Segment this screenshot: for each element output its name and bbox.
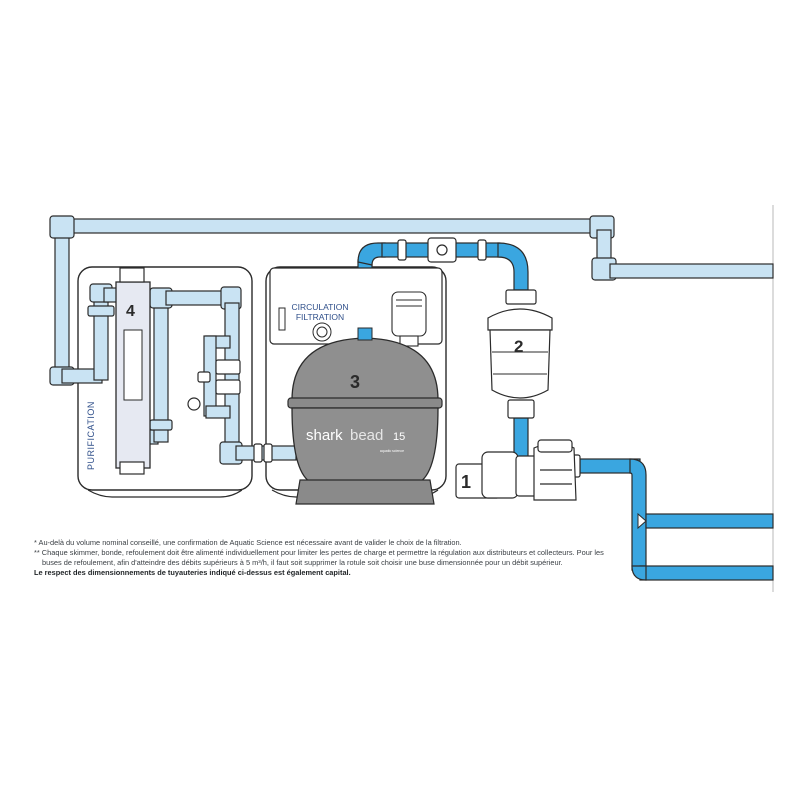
brand-small: aquatic science	[380, 449, 404, 453]
dosing-cylinder	[391, 291, 427, 347]
footnotes: * Au-delà du volume nominal conseillé, u…	[34, 538, 774, 578]
marker-3: 3	[350, 372, 360, 392]
uv-cap-top	[119, 267, 145, 283]
purif-bypass-bottom	[205, 405, 231, 419]
pre-filter	[487, 289, 553, 419]
right-bend-down	[497, 242, 529, 291]
footnote-1: * Au-delà du volume nominal conseillé, u…	[34, 538, 462, 547]
prefilter-top-ring	[505, 289, 537, 305]
filter-body	[291, 407, 439, 483]
filter-top-bend	[357, 242, 386, 266]
marker-4: 4	[126, 303, 135, 320]
circulation-label-1: CIRCULATION	[292, 302, 349, 312]
marker-1: 1	[461, 472, 471, 492]
left-up-union	[87, 305, 115, 317]
footnote-3: Le respect des dimensionnements de tuyau…	[34, 568, 351, 577]
uv-riser-union	[149, 419, 173, 431]
purification-panel-foot	[87, 489, 243, 498]
filter-band	[287, 397, 443, 409]
fitting-right	[477, 239, 487, 261]
circulation-label-2: FILTRATION	[296, 312, 344, 322]
uv-cap-bottom	[119, 461, 145, 475]
uv-window	[123, 329, 143, 401]
uv-sterilizer	[115, 267, 151, 475]
pressure-gauge	[187, 397, 201, 411]
brand-bead: bead	[350, 427, 383, 444]
light-pipes	[49, 215, 774, 465]
control-dial-inner	[316, 326, 328, 338]
prefilter-body	[489, 329, 551, 399]
union-filter	[253, 443, 263, 463]
fitting-left	[397, 239, 407, 261]
footnote-2-cont: buses de refoulement, afin d'atteindre d…	[42, 558, 563, 567]
sand-filter: shark bead 15 aquatic science	[287, 327, 443, 505]
valve-left-handle	[197, 371, 211, 383]
pump-lid	[537, 439, 573, 453]
cylinder-body	[391, 291, 427, 337]
brand-shark: shark	[306, 427, 343, 444]
prefilter-bottom-ring	[507, 399, 535, 419]
left-up-pipe	[93, 289, 109, 381]
valve-bottom	[215, 379, 241, 395]
control-switch	[278, 307, 286, 331]
cylinder-base	[399, 335, 419, 347]
return-branch-1	[645, 513, 774, 529]
fitting-center-dot	[436, 244, 448, 256]
prefilter-lid	[487, 308, 553, 331]
left-elbow-top	[49, 215, 75, 239]
return-bottom-bend	[631, 565, 647, 581]
filter-top-nozzle	[357, 327, 373, 341]
top-return-pipe	[61, 218, 603, 234]
bypass-valves	[187, 359, 273, 463]
valve-top	[215, 359, 241, 375]
tee-arrow	[637, 512, 647, 530]
left-vertical-pipe	[54, 225, 70, 377]
union-filter-2	[263, 443, 273, 463]
pump-motor	[481, 451, 519, 499]
prefilter-down-pipe	[513, 417, 529, 459]
brand-model: 15	[393, 431, 405, 443]
right-outlet-pipe	[609, 263, 774, 279]
footnote-2: ** Chaque skimmer, bonde, refoulement do…	[34, 548, 604, 557]
marker-2: 2	[514, 337, 523, 356]
purification-label: PURIFICATION	[86, 401, 96, 470]
filter-base	[295, 479, 435, 505]
pump	[455, 439, 577, 501]
purif-right-drop	[224, 302, 240, 454]
